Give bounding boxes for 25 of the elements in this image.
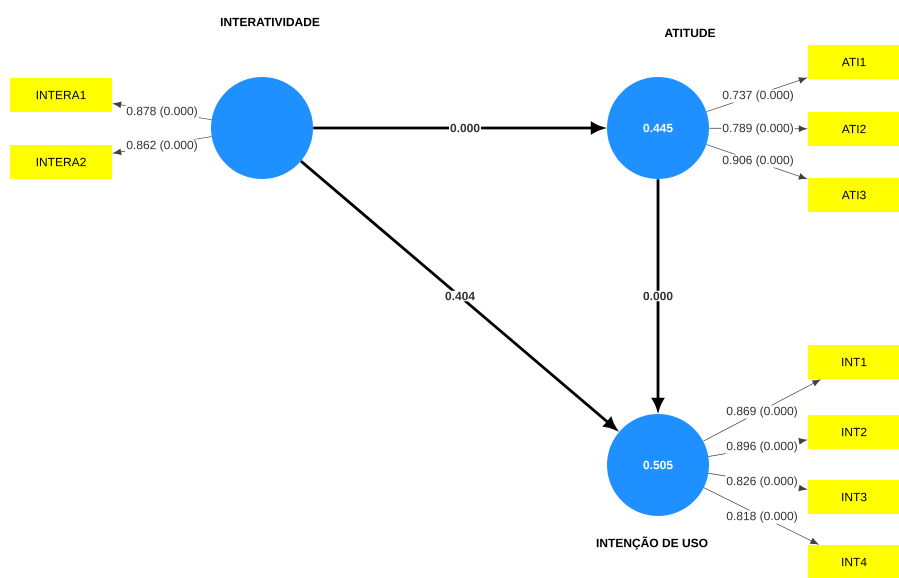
indicator-box: ATI3 [808,178,899,212]
edge-label: 0.000 [449,122,482,134]
indicator-box: INT2 [808,415,899,449]
edge-label: 0.789 (0.000) [721,122,795,136]
edge-label: 0.862 (0.000) [125,139,199,153]
edge-label: 0.896 (0.000) [725,440,799,454]
edge-label: 0.906 (0.000) [721,154,795,168]
indicator-box: INT4 [808,545,899,578]
indicator-box: INT3 [808,480,899,514]
edge-label: 0.878 (0.000) [125,105,199,119]
edge-label: 0.818 (0.000) [725,510,799,524]
construct-heading: ATITUDE [664,28,716,38]
edge-label: 0.737 (0.000) [721,89,795,103]
arrow [300,160,617,430]
construct-heading: INTENÇÃO DE USO [596,536,708,550]
edge-label: 0.404 [444,290,476,302]
indicator-box: INTERA1 [10,78,112,112]
edge-label: 0.000 [642,290,674,302]
indicator-box: INT1 [808,345,899,379]
construct-heading: INTERATIVIDADE [220,18,320,26]
edge-label: 0.826 (0.000) [725,475,799,489]
indicator-box: ATI2 [808,112,899,146]
indicator-box: INTERA2 [10,145,112,179]
indicator-box: ATI1 [808,45,899,79]
edge-label: 0.869 (0.000) [725,405,799,419]
